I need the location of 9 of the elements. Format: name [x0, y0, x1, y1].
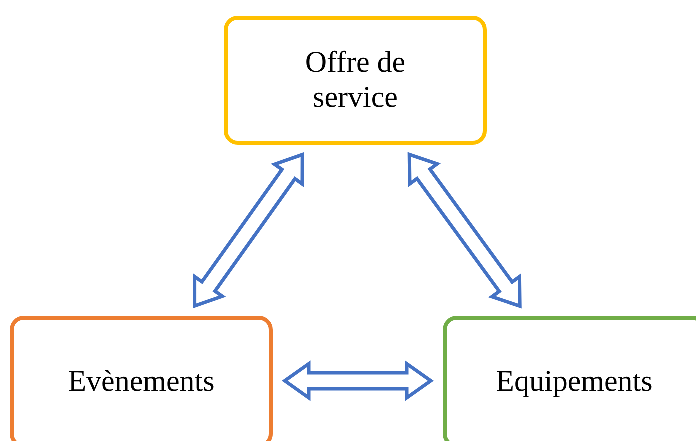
box-label: Equipements: [496, 364, 653, 400]
rounded-box: [10, 316, 273, 441]
box-label: Offre de service: [304, 46, 407, 115]
double-arrow: [408, 152, 522, 309]
double-arrow: [282, 360, 434, 402]
rounded-box: [224, 16, 487, 145]
box-label: Evènements: [68, 364, 215, 400]
double-arrow: [193, 152, 304, 309]
rounded-box: [443, 316, 696, 441]
